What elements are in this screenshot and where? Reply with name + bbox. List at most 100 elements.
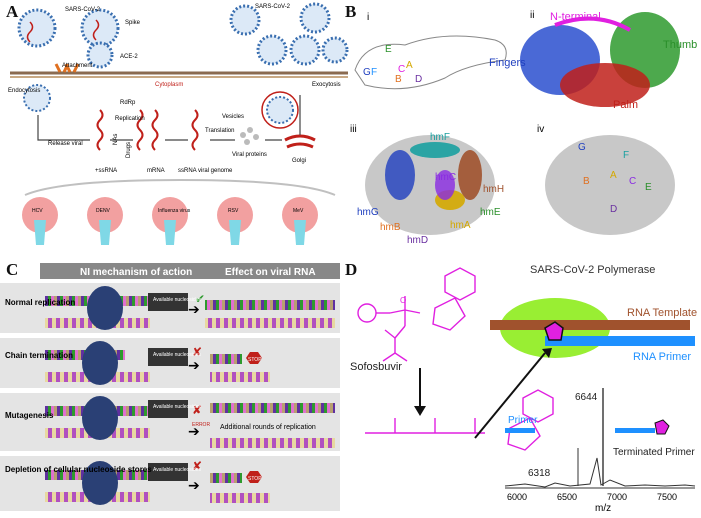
iv-letter: G xyxy=(578,142,586,153)
virion-icon xyxy=(17,8,57,48)
label-proteins: Viral proteins xyxy=(232,152,267,158)
arrow: ➔ xyxy=(188,357,200,373)
label-vesicles: Vesicles xyxy=(222,114,244,120)
label-iv: iv xyxy=(537,124,544,135)
panel-b: B i E G F C A B D ii N-terminal Thumb Fi… xyxy=(345,0,701,255)
mass-spectrum: 6644 6318 Primer Terminated Primer 6000 … xyxy=(504,388,695,514)
label-spike: Spike xyxy=(125,20,141,26)
polymerase-structure: i E G F C A B D ii N-terminal Thumb Fing… xyxy=(350,10,697,246)
peak-label: 6318 xyxy=(528,468,551,479)
row-label: Normal replication xyxy=(5,298,75,307)
available-label: Available nucleosides xyxy=(153,404,201,410)
label-cytoplasm: Cytoplasm xyxy=(155,82,183,88)
virus-label: HCV xyxy=(32,208,43,214)
virus-label: DENV xyxy=(96,208,111,214)
label-i: i xyxy=(367,12,369,23)
label-terminated: Terminated Primer xyxy=(613,447,695,458)
label-template: RNA Template xyxy=(627,307,697,319)
motif-label: hmG xyxy=(357,207,379,218)
motif-label: hmC xyxy=(435,172,456,183)
motif-label: hmH xyxy=(483,184,504,195)
header-right: Effect on viral RNA xyxy=(225,267,316,278)
label-replication: Replication xyxy=(115,116,145,122)
iv-letter: E xyxy=(645,182,652,193)
iv-letter: D xyxy=(610,204,617,215)
label-nas: NAs xyxy=(113,134,119,145)
sofosbuvir-diagram: O Sofosbuvir SARS-CoV-2 Polymerase RNA T… xyxy=(350,264,697,514)
arrow: ➔ xyxy=(188,423,200,439)
check-icon: ✔ xyxy=(195,292,205,306)
virus-label: RSV xyxy=(228,208,239,214)
x-tick: 6500 xyxy=(557,492,577,502)
panel-d-label: D xyxy=(345,260,358,279)
label-thumb: Thumb xyxy=(663,39,697,51)
stop-sign: STOP xyxy=(248,476,262,482)
hand-letter: B xyxy=(395,74,402,85)
label-fingers: Fingers xyxy=(489,57,526,69)
peak-label: 6644 xyxy=(575,392,598,403)
viral-lifecycle-diagram: SARS-CoV-2 Spike ACE-2 Attachment Endocy… xyxy=(8,2,349,245)
label-rdrp: RdRp xyxy=(120,100,136,106)
arrow: ➔ xyxy=(188,301,200,317)
x-label: m/z xyxy=(595,503,611,513)
virion-icon xyxy=(80,8,120,48)
mechanism-row: STOP Depletion of cellular nucleoside st… xyxy=(0,456,340,511)
panel-a-label: A xyxy=(6,2,19,21)
motif-label: hmF xyxy=(430,132,450,143)
cross-icon: ✘ xyxy=(192,403,202,417)
label-ii: ii xyxy=(530,10,534,21)
label-primer: Primer xyxy=(508,415,538,426)
mechanism-row: STOP Chain termination xyxy=(0,338,340,388)
stop-sign: STOP xyxy=(248,357,262,363)
available-label: Available nucleosides xyxy=(153,297,201,303)
panel-b-label: B xyxy=(345,2,357,21)
row-label: Depletion of cellular nucleoside stores xyxy=(5,465,152,474)
motif-label: hmD xyxy=(407,235,428,246)
available-label: Available nucleosides xyxy=(153,352,201,358)
sofosbuvir-structure xyxy=(357,267,554,451)
arrow: ➔ xyxy=(188,477,200,493)
motif-label: hmB xyxy=(380,222,401,233)
cross-icon: ✘ xyxy=(192,345,202,359)
virus-label: MeV xyxy=(293,208,304,214)
label-sars-exo: SARS-CoV-2 xyxy=(255,4,291,10)
cross-icon: ✘ xyxy=(192,459,202,473)
panel-a: A xyxy=(0,0,350,255)
label-exocytosis: Exocytosis xyxy=(312,82,341,88)
iv-letter: F xyxy=(623,150,629,161)
motif-label: hmE xyxy=(480,207,501,218)
label-ssrna-pos: +ssRNA xyxy=(95,168,117,174)
x-tick: 7000 xyxy=(607,492,627,502)
hand-letter: F xyxy=(371,67,377,78)
virion-icon xyxy=(86,41,114,69)
x-tick: 6000 xyxy=(507,492,527,502)
hand-letter: E xyxy=(385,44,392,55)
iv-letter: B xyxy=(583,176,590,187)
row-label: Mutagenesis xyxy=(5,411,54,420)
label-ace2: ACE-2 xyxy=(120,54,138,60)
label-release: Release viral xyxy=(48,141,83,147)
hand-letter: A xyxy=(406,60,413,71)
hand-letter: C xyxy=(398,64,405,75)
available-label: Available nucleosides xyxy=(153,467,201,473)
mechanism-diagram: NI mechanism of action Effect on viral R… xyxy=(0,263,340,511)
label-endocytosis: Endocytosis xyxy=(8,88,40,94)
row-label: Chain termination xyxy=(5,351,73,360)
label-attachment: Attachment xyxy=(62,63,93,69)
label-primer-rna: RNA Primer xyxy=(633,351,691,363)
label-mrna: mRNA xyxy=(147,168,165,174)
label-translation: Translation xyxy=(205,128,234,134)
hand-letter: D xyxy=(415,74,422,85)
header-left: NI mechanism of action xyxy=(80,267,192,278)
mechanism-row: ERROR Additional rounds of replication M… xyxy=(0,393,340,451)
iv-letter: A xyxy=(610,170,617,181)
virus-targets xyxy=(22,197,318,245)
motif-label: hmA xyxy=(450,220,471,231)
label-n-terminal: N-terminal xyxy=(550,11,601,23)
panel-c: C NI mechanism of action Effect on viral… xyxy=(0,258,345,513)
additional-label: Additional rounds of replication xyxy=(220,424,316,431)
error-label: ERROR xyxy=(192,422,210,428)
released-virions xyxy=(229,2,349,66)
x-tick: 7500 xyxy=(657,492,677,502)
mechanism-row: Normal replication xyxy=(0,283,340,333)
